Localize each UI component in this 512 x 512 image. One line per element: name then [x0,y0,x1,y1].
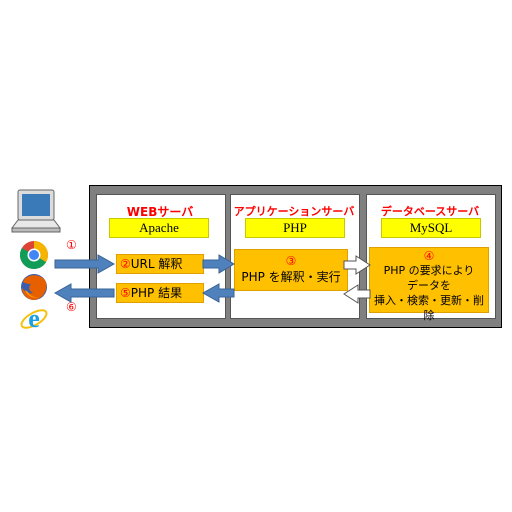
step-2-box: ②URL 解釈 [116,254,204,274]
arrow-app-to-db [343,255,371,275]
app-server-software: PHP [245,218,345,238]
chrome-icon [20,241,48,270]
app-server-title: アプリケーションサーバ [233,205,355,218]
step-4-box: ④ PHP の要求により データを 挿入・検索・更新・削除 [369,247,489,322]
arrow-app-to-web [201,283,235,303]
step-2-text: URL 解釈 [130,257,183,271]
arrow-db-to-app [343,284,371,304]
db-server-software: MySQL [381,218,481,238]
step-5-number: ⑤ [120,286,131,300]
step-4-number: ④ [423,249,435,263]
step-3-text: PHP を解釈・実行 [241,270,341,284]
step-4-line1: PHP の要求により [383,264,475,277]
svg-text:e: e [28,304,40,333]
step-2-number: ② [120,257,131,271]
step-5-box: ⑤PHP 結果 [116,283,204,303]
arrow-request-client-to-web [54,254,116,274]
step-3-box: ③ PHP を解釈・実行 [234,249,348,291]
step-3-number: ③ [285,254,297,268]
ie-icon: e [20,304,48,333]
step-6-label: ⑥ [66,300,77,314]
web-server-software: Apache [109,218,209,238]
web-server-title: WEBサーバ [126,205,194,219]
step-5-text: PHP 結果 [130,286,183,300]
step-4-line3: 挿入・検索・更新・削除 [374,294,484,322]
step-1-label: ① [66,238,77,252]
arrow-web-to-app [202,254,235,274]
step-4-line2: データを [407,279,451,292]
firefox-icon [21,274,47,300]
arrow-response-web-to-client [53,283,115,303]
laptop-icon [11,189,61,233]
db-server-title: データベースサーバ [380,205,480,218]
